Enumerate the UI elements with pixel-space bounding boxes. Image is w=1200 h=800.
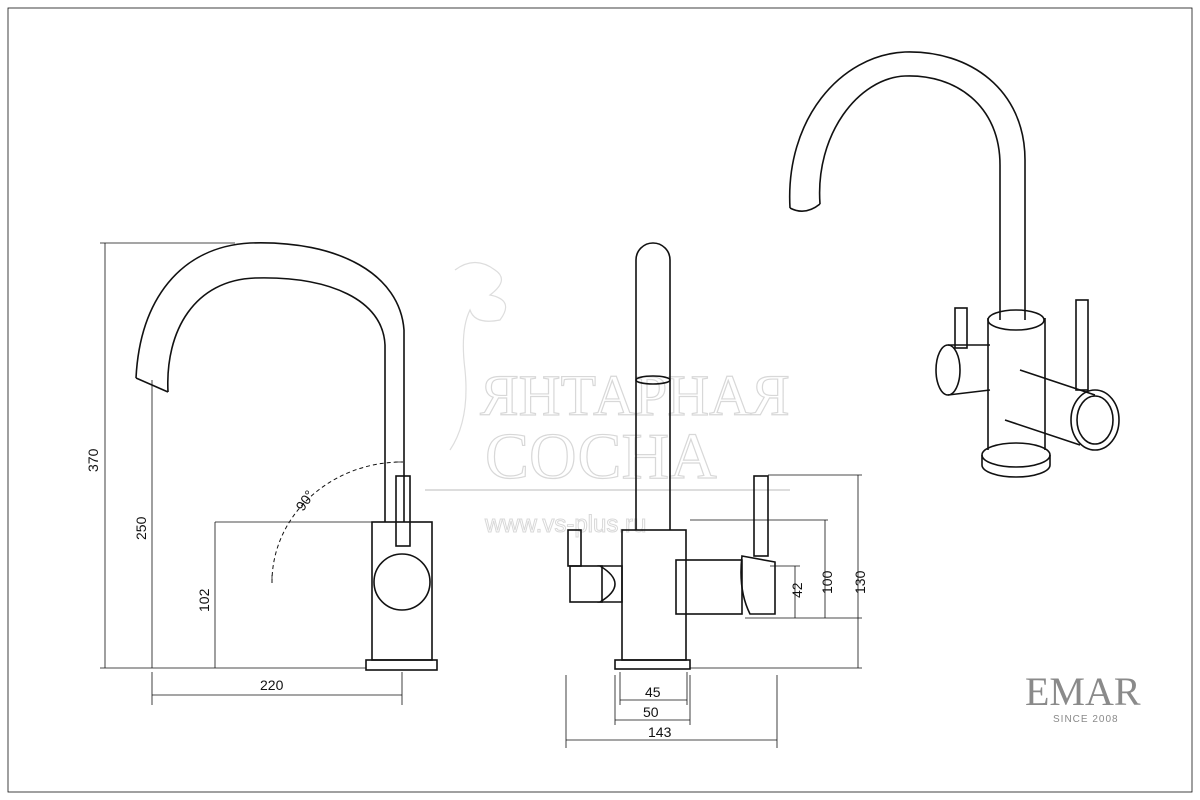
dim-130: 130 [852, 570, 868, 594]
dim-370: 370 [85, 448, 101, 472]
side-view-faucet: 90° 370 250 102 220 [85, 242, 438, 705]
dim-143: 143 [648, 724, 672, 740]
angle-label: 90° [292, 487, 317, 514]
dim-220: 220 [260, 677, 284, 693]
dim-42: 42 [789, 582, 805, 598]
watermark-line2: СОСНА [485, 420, 717, 493]
dim-100: 100 [819, 570, 835, 594]
dim-250: 250 [133, 516, 149, 540]
pine-tree-icon [449, 261, 507, 451]
brand-logo: EMAR SINCE 2008 [1025, 669, 1141, 725]
watermark: ЯНТАРНАЯ СОСНА www.vs-plus.ru [425, 261, 790, 539]
dim-102: 102 [196, 588, 212, 612]
brand-tagline: SINCE 2008 [1053, 714, 1119, 725]
perspective-faucet [788, 51, 1120, 478]
watermark-url: www.vs-plus.ru [484, 511, 646, 538]
brand-name: EMAR [1025, 669, 1141, 714]
frame-border [7, 7, 1193, 793]
front-view-faucet: 42 100 130 45 50 143 [565, 242, 868, 748]
dim-45: 45 [645, 684, 661, 700]
watermark-line1: ЯНТАРНАЯ [480, 363, 790, 428]
dim-50: 50 [643, 704, 659, 720]
